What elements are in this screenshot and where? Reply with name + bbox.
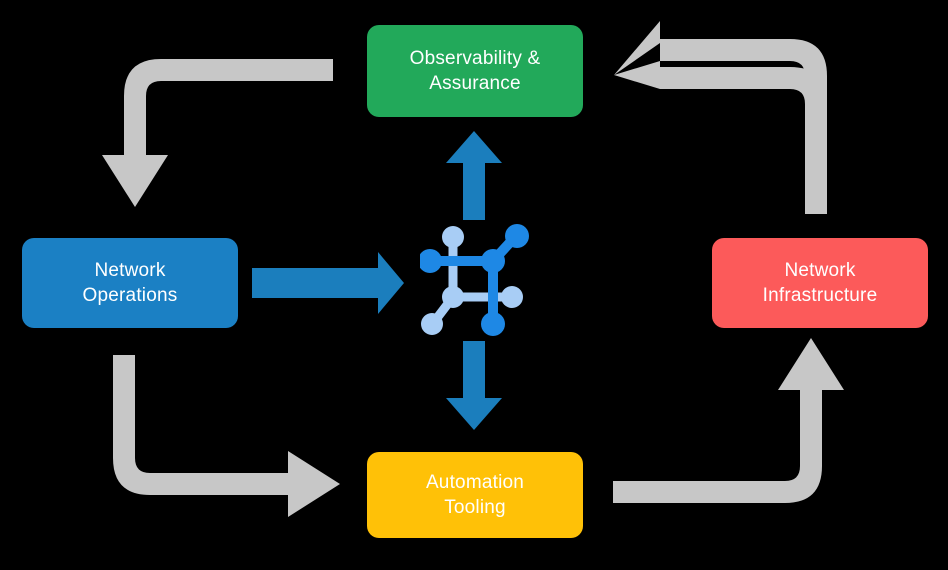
topology-node-top-left <box>442 226 464 248</box>
node-box-observability[interactable]: Observability & Assurance <box>367 25 583 117</box>
arrow-observability-to-operations <box>102 59 333 207</box>
node-box-network-infrastructure[interactable]: Network Infrastructure <box>712 238 928 328</box>
topology-node-top-right <box>505 224 529 248</box>
arrow-operations-to-automation <box>113 355 340 517</box>
node-label-observability: Observability & Assurance <box>409 47 541 94</box>
arrow-automation-to-infrastructure <box>613 338 844 503</box>
arrow-operations-to-center <box>252 252 404 314</box>
node-label-automation-tooling: Automation Tooling <box>425 471 525 518</box>
arrow-center-to-observability <box>446 131 502 220</box>
topology-node-left-middle <box>420 249 442 273</box>
topology-node-right-middle <box>501 286 523 308</box>
topology-node-hub <box>481 249 505 273</box>
node-label-network-operations: Network Operations <box>82 259 178 306</box>
topology-node-bottom-far-left <box>421 313 443 335</box>
topology-node-center-lower-left <box>442 286 464 308</box>
network-topology-icon <box>420 224 529 336</box>
node-box-network-operations[interactable]: Network Operations <box>22 238 238 328</box>
node-label-network-infrastructure: Network Infrastructure <box>762 259 878 306</box>
node-box-automation-tooling[interactable]: Automation Tooling <box>367 452 583 538</box>
arrow-center-to-automation <box>446 341 502 430</box>
topology-node-bottom-right <box>481 312 505 336</box>
arrow-infrastructure-to-observability <box>614 21 827 214</box>
